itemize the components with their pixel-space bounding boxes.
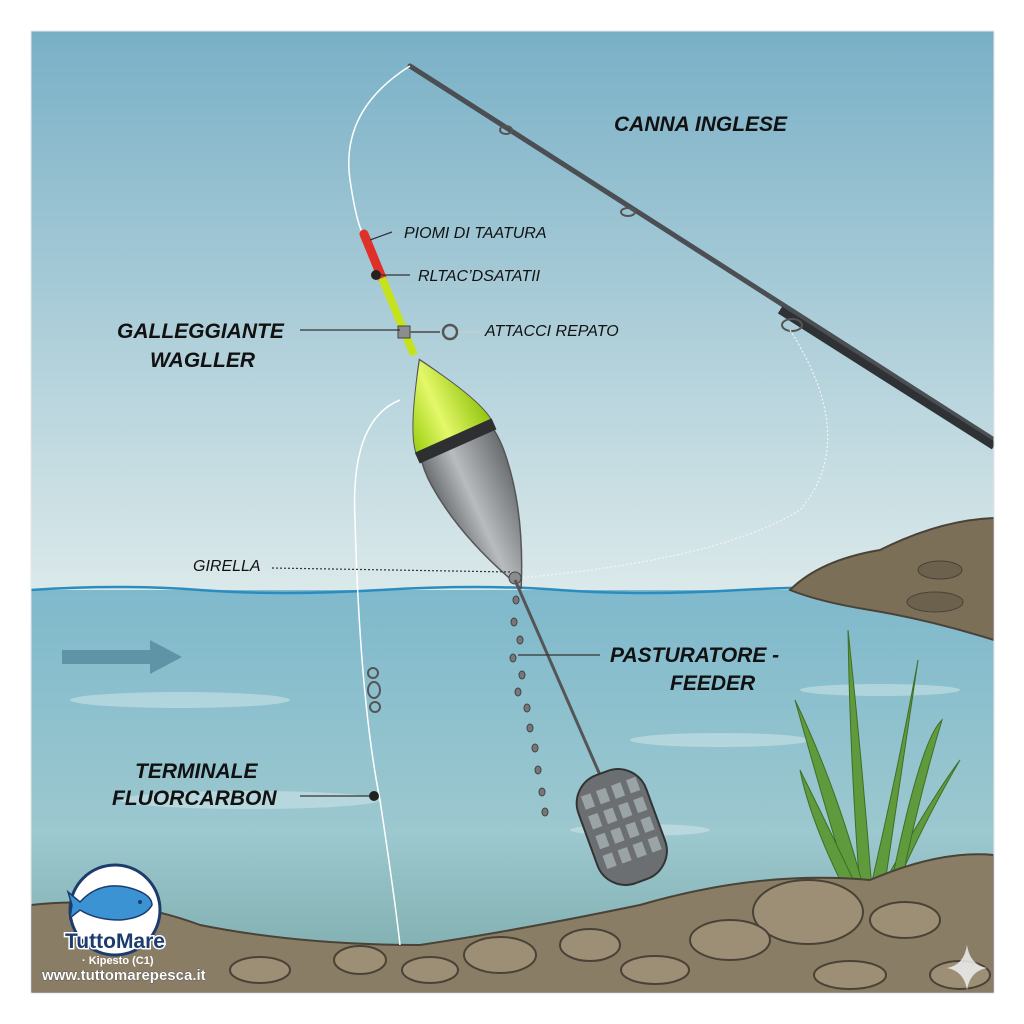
- tuttomare-logo: TuttoMare · Kipesto (C1) www.tuttomarepe…: [41, 863, 206, 984]
- leader-line: [353, 399, 401, 946]
- main-line: [348, 65, 411, 233]
- label-leader-1: TERMINALE: [135, 760, 258, 783]
- groundbait-particles: [509, 595, 549, 817]
- pebbles: [229, 879, 991, 990]
- feeder-line: [513, 579, 602, 776]
- loose-line: [517, 329, 829, 579]
- logo-subtitle: · Kipesto (C1): [82, 955, 154, 967]
- float-adapter: [397, 325, 411, 339]
- swivel: [508, 571, 522, 585]
- sparkle-icon: [947, 945, 987, 990]
- label-float-2: WAGLLER: [150, 349, 256, 372]
- label-swivel: GIRELLA: [193, 558, 261, 575]
- float-tip: [359, 229, 387, 283]
- bank-stone: [917, 560, 963, 580]
- bank-stone: [906, 591, 964, 613]
- snap-ring: [441, 323, 459, 341]
- label-rod: CANNA INGLESE: [614, 113, 788, 136]
- label-leader-2: FLUORCARBON: [112, 787, 277, 810]
- logo-url: www.tuttomarepesca.it: [41, 967, 206, 984]
- waggler-float-body: [412, 358, 523, 590]
- float-stem: [378, 276, 418, 357]
- label-attach: RLTAC’DSATATII: [418, 268, 541, 285]
- callout-lines: [271, 231, 600, 797]
- leader-swivel-icon: [367, 667, 381, 713]
- rod-butt: [777, 306, 994, 450]
- current-arrow-icon: [62, 640, 182, 674]
- image-frame: [30, 30, 995, 994]
- label-attach-2: ATTACCI REPATO: [484, 323, 619, 340]
- shot-weight: [371, 270, 381, 280]
- label-shot: PIOMI DI TAATURA: [404, 225, 547, 242]
- label-float-1: GALLEGGIANTE: [117, 320, 285, 343]
- water-reeds: [794, 629, 961, 891]
- fish-icon: [66, 885, 153, 921]
- label-feeder-1: PASTURATORE -: [610, 644, 779, 667]
- logo-brand: TuttoMare: [65, 930, 165, 953]
- fishing-rod: [407, 63, 994, 443]
- leader-marker: [369, 791, 379, 801]
- feeder-cage: [575, 768, 668, 886]
- water-surface-line: [31, 585, 994, 595]
- rod-guides: [499, 125, 803, 332]
- label-feeder-2: FEEDER: [670, 672, 756, 695]
